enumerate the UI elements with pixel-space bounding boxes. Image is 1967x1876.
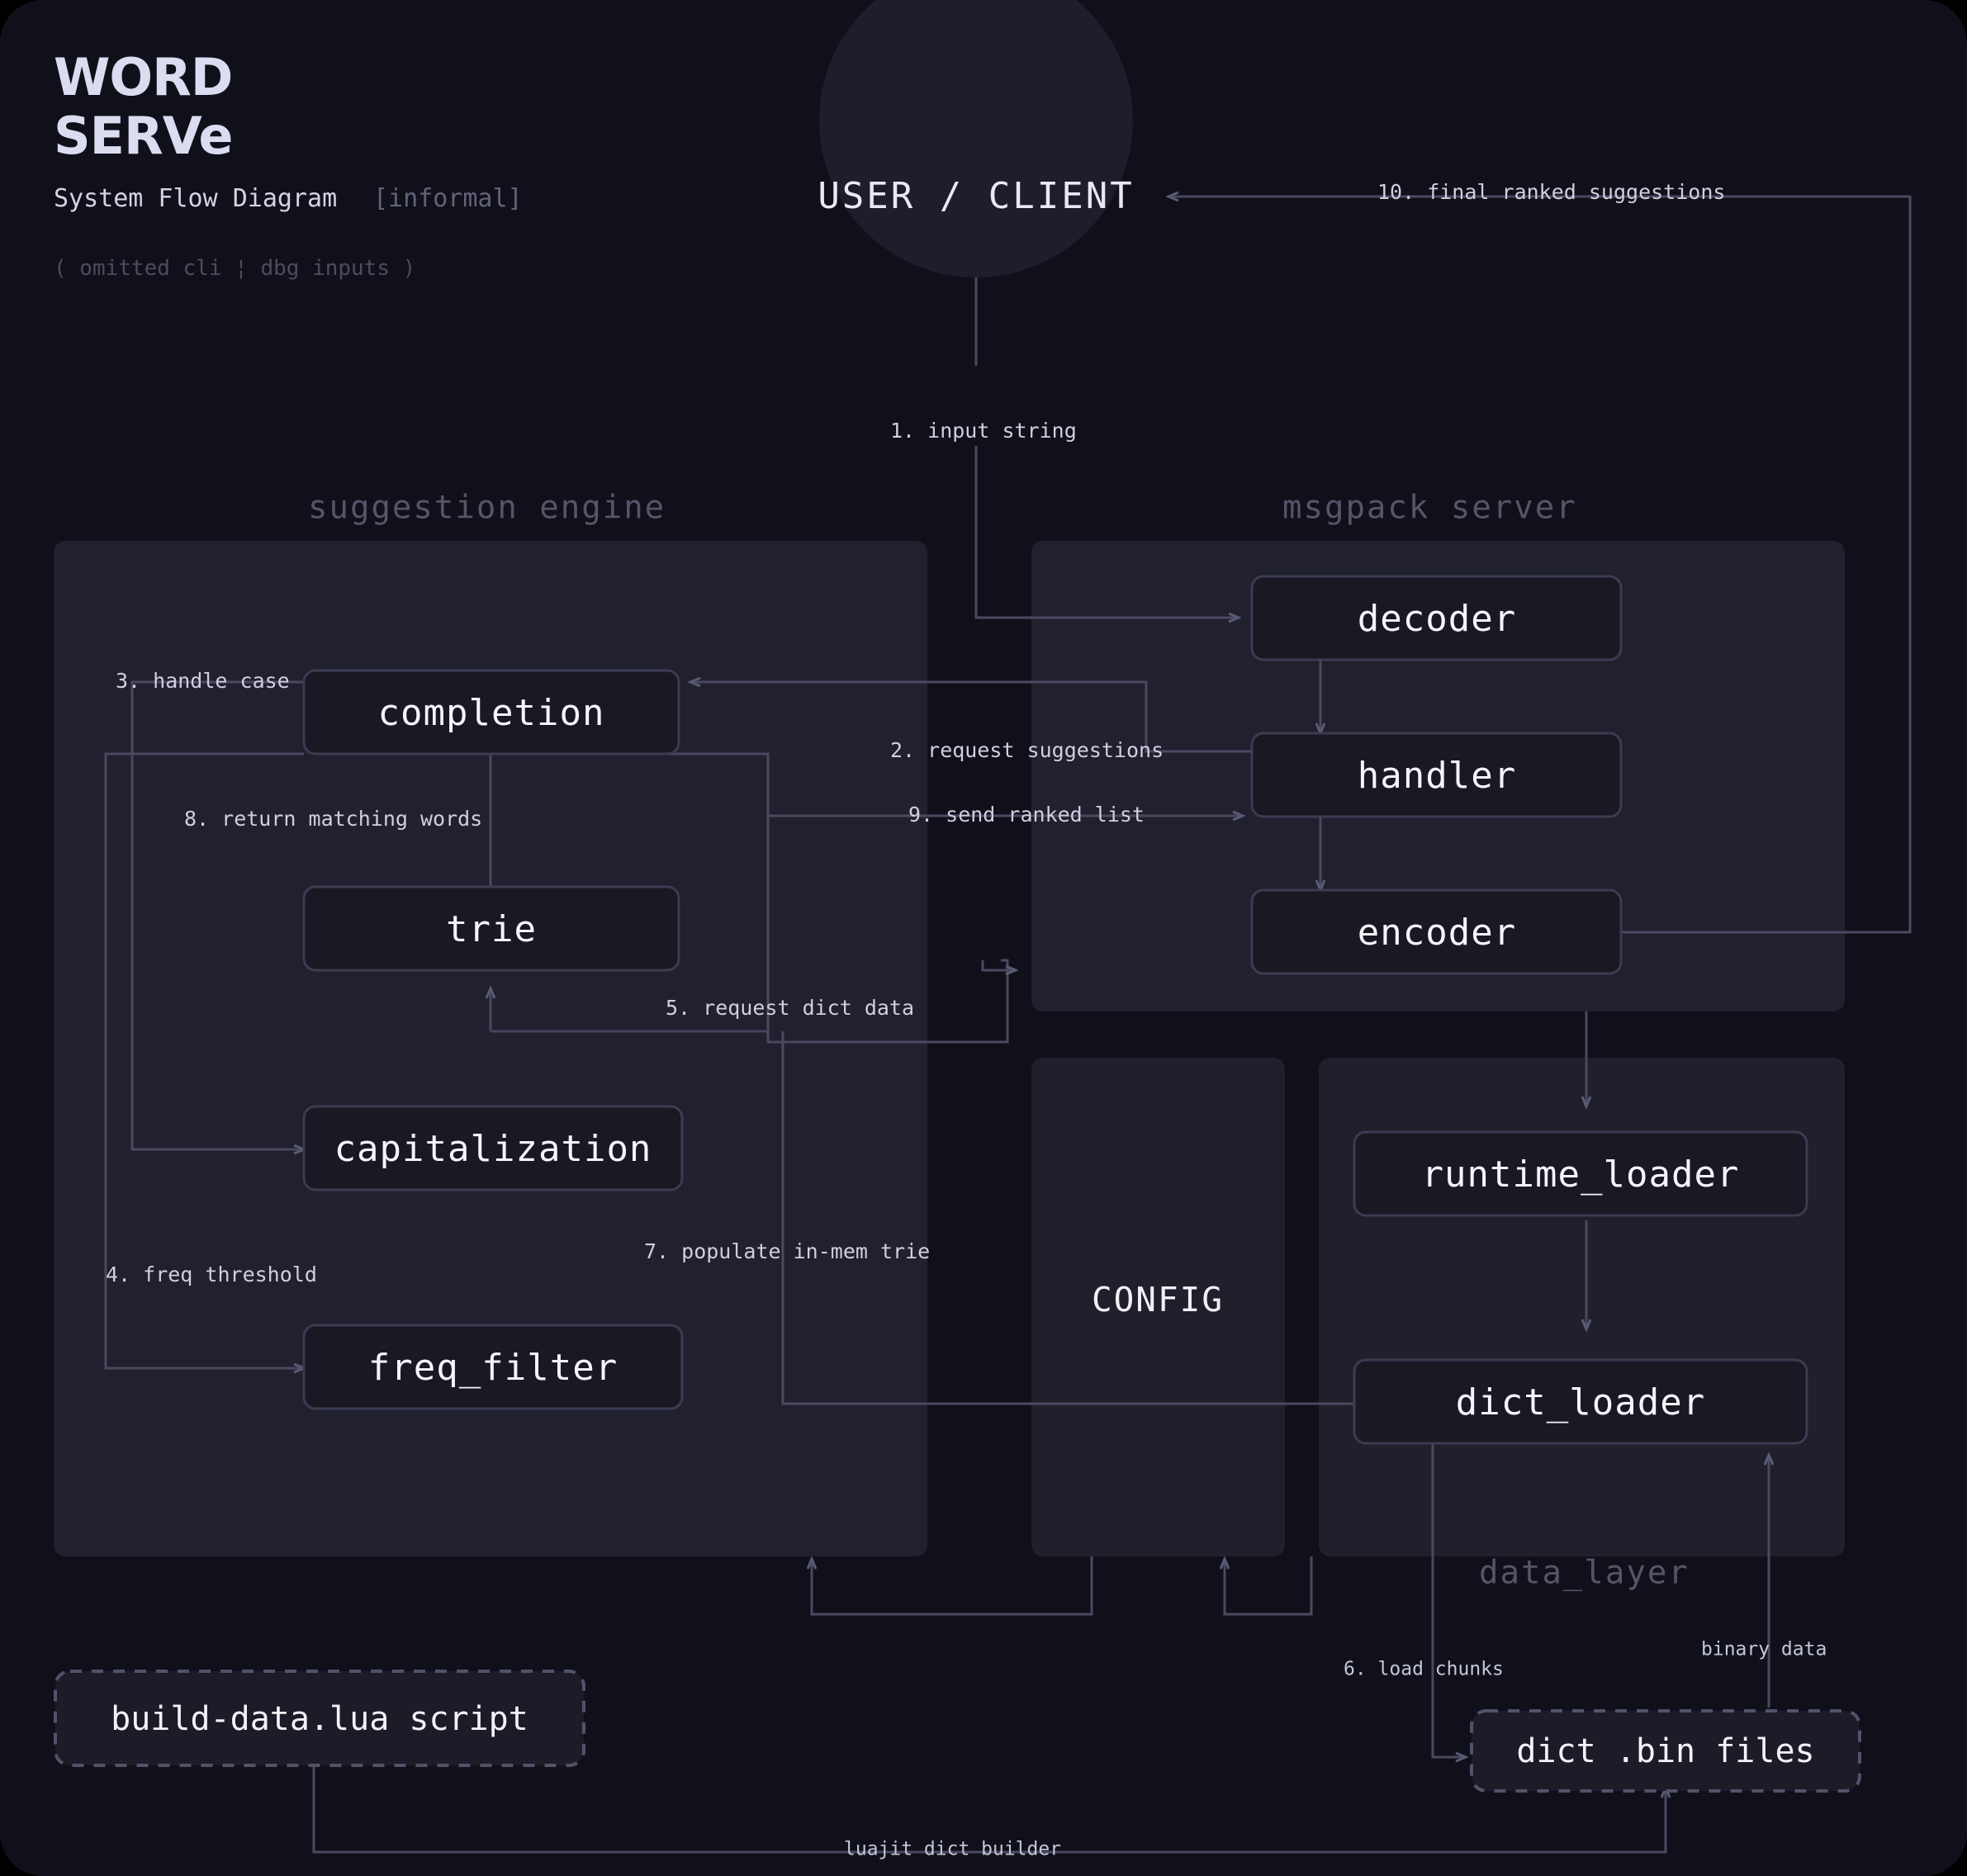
node-trie-label: trie (446, 908, 537, 950)
edge-8-label: 8. return matching words (184, 807, 482, 831)
node-encoder-label: encoder (1358, 912, 1516, 954)
edge-binary-data-label: binary data (1701, 1639, 1827, 1660)
edge-6-path (1431, 1404, 1466, 1757)
header-omitted-note: ( omitted cli ¦ dbg inputs ) (54, 256, 415, 281)
edge-9-label: 9. send ranked list (908, 803, 1145, 827)
node-runtime-loader[interactable]: runtime_loader (1353, 1130, 1808, 1217)
node-dict-loader-label: dict_loader (1456, 1381, 1705, 1424)
node-encoder[interactable]: encoder (1250, 888, 1623, 975)
panel-data-layer-title: data_layer (1479, 1555, 1690, 1592)
panel-suggestion-engine (54, 541, 927, 1556)
panel-config (1031, 1058, 1285, 1556)
edge-4-label: 4. freq threshold (106, 1263, 317, 1286)
edge-10-path (1168, 197, 1912, 934)
edge-luajit-builder-path (312, 1765, 1666, 1854)
edge-config-u-left (812, 1556, 1093, 1616)
edge-10-label: 10. final ranked suggestions (1377, 180, 1725, 204)
edge-1-seg-b (974, 446, 1239, 618)
node-runtime-loader-label: runtime_loader (1422, 1154, 1740, 1196)
header-subtitle-tag: [informal] (373, 184, 523, 213)
edge-4-path (104, 752, 304, 1368)
edge-5-label: 5. request dict data (666, 996, 914, 1020)
edge-6-label: 6. load chunks (1344, 1659, 1504, 1680)
edge-7-path (781, 1031, 1354, 1405)
panel-msgpack-server-title: msgpack server (1282, 490, 1577, 527)
node-capitalization[interactable]: capitalization (302, 1105, 684, 1191)
node-completion-label: completion (378, 692, 605, 734)
user-client-circle (819, 0, 1133, 277)
edge-7-label: 7. populate in-mem trie (644, 1239, 930, 1263)
node-decoder[interactable]: decoder (1250, 575, 1623, 661)
brand-line-1: WORD (54, 47, 232, 107)
node-build-data-script[interactable]: build-data.lua script (54, 1670, 585, 1767)
edge-3-path (130, 680, 304, 1149)
node-capitalization-label: capitalization (334, 1128, 652, 1170)
node-freq-filter-label: freq_filter (368, 1347, 618, 1389)
node-completion[interactable]: completion (302, 669, 680, 756)
node-dict-bin-files-label: dict .bin files (1516, 1732, 1814, 1770)
node-handler[interactable]: handler (1250, 732, 1623, 818)
header-subtitle: System Flow Diagram (54, 184, 337, 213)
edge-luajit-builder-label: luajit dict builder (844, 1839, 1061, 1860)
node-build-data-script-label: build-data.lua script (111, 1700, 528, 1738)
edge-5-seg-a (766, 816, 1009, 1044)
brand-line-2: SERVe (54, 106, 232, 166)
edge-5-arrowhead (981, 960, 1016, 970)
node-handler-label: handler (1358, 755, 1516, 797)
edge-config-u-right (1225, 1556, 1313, 1616)
config-label: CONFIG (1092, 1280, 1224, 1319)
edge-1-label: 1. input string (890, 419, 1077, 443)
node-dict-bin-files[interactable]: dict .bin files (1470, 1709, 1861, 1793)
node-decoder-label: decoder (1358, 598, 1516, 640)
node-freq-filter[interactable]: freq_filter (302, 1324, 684, 1410)
node-dict-loader[interactable]: dict_loader (1353, 1358, 1808, 1445)
edge-2-label: 2. request suggestions (890, 738, 1164, 762)
edge-2-path (690, 682, 1254, 753)
panel-suggestion-engine-title: suggestion engine (308, 490, 666, 527)
edge-3-label: 3. handle case (116, 669, 290, 693)
node-trie[interactable]: trie (302, 885, 680, 972)
edge-9-path (654, 752, 1243, 816)
user-client-label: USER / CLIENT (818, 175, 1134, 217)
